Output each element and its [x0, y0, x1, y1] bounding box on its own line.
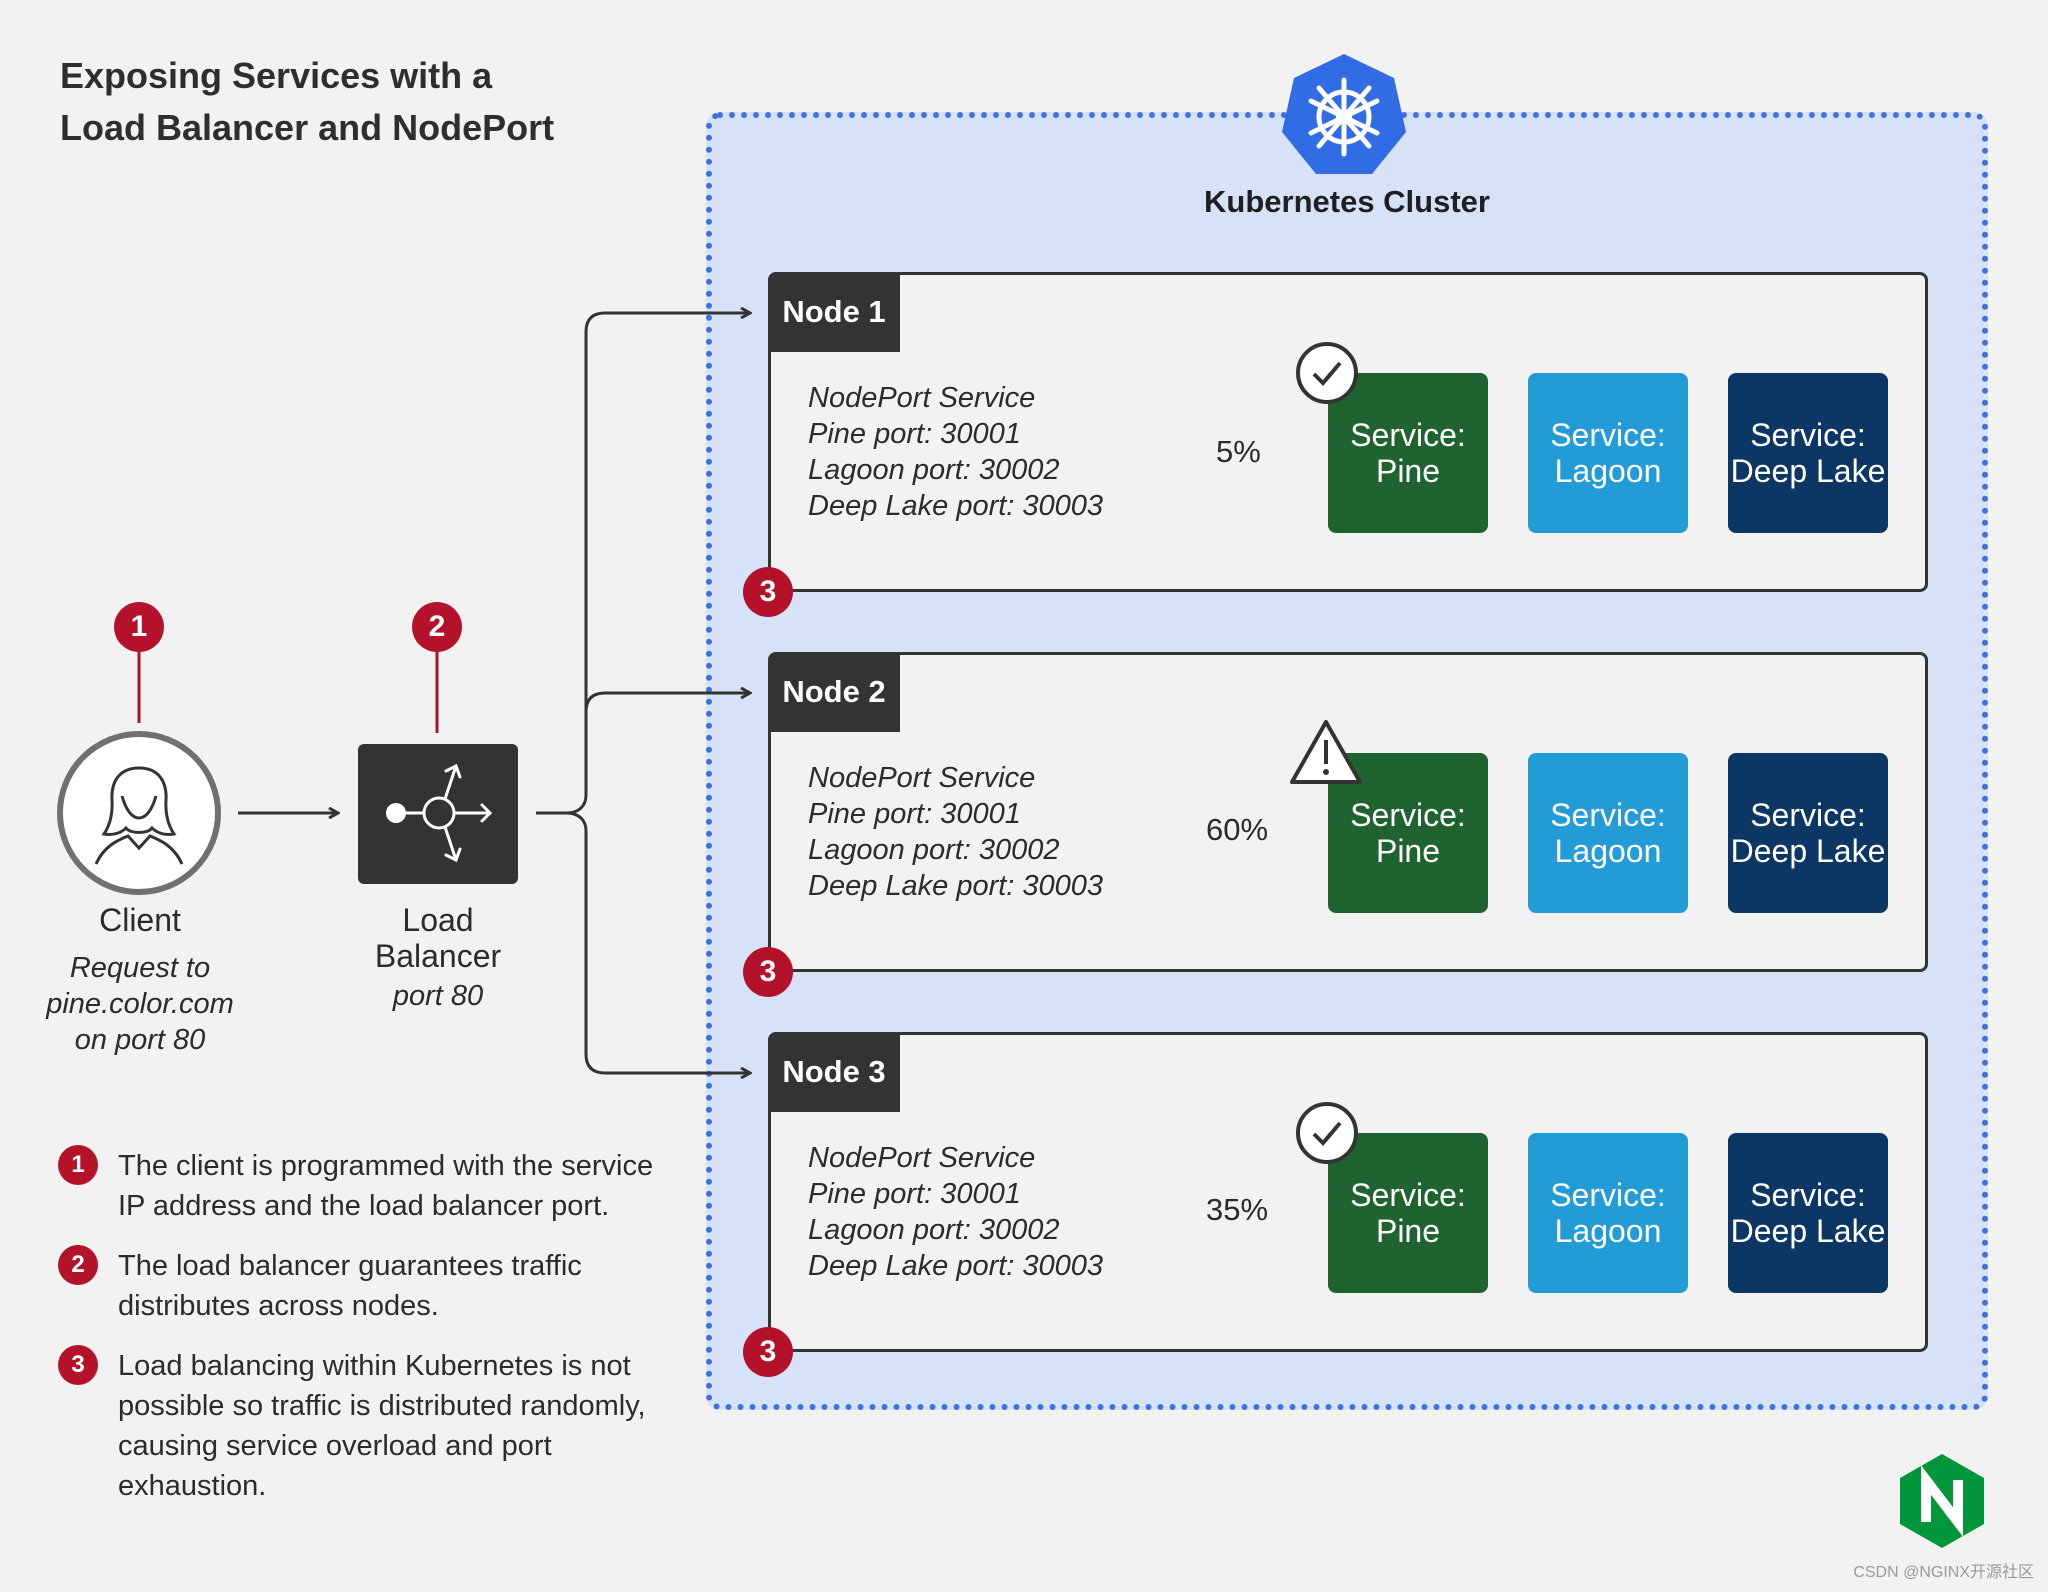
node-3-nodeport-text: NodePort Service Pine port: 30001 Lagoon…	[808, 1140, 1248, 1284]
legend-1-line-1: The client is programmed with the servic…	[118, 1150, 654, 1182]
node-3-line-4: Deep Lake port: 30003	[808, 1250, 1104, 1282]
node-2-line-2: Pine port: 30001	[808, 798, 1021, 830]
node-3-service-deep-lake: Service: Deep Lake	[1728, 1133, 1888, 1293]
node-1-tag: Node 1	[768, 272, 900, 352]
check-icon	[1296, 1102, 1358, 1164]
node-3-line-1: NodePort Service	[808, 1142, 1036, 1174]
lb-label-line-2: Balancer	[374, 938, 502, 974]
node-1-nodeport-text: NodePort Service Pine port: 30001 Lagoon…	[808, 380, 1248, 524]
title-line-2: Load Balancer and NodePort	[60, 107, 555, 148]
node-2-line-1: NodePort Service	[808, 762, 1036, 794]
step-1-badge: 1	[114, 602, 164, 652]
service-lagoon-line-2: Lagoon	[1554, 833, 1662, 869]
service-lagoon-line-1: Service:	[1550, 1177, 1666, 1213]
node-2-step-3-badge: 3	[743, 947, 793, 997]
node-1-service-lagoon: Service: Lagoon	[1528, 373, 1688, 533]
warning-icon	[1290, 720, 1362, 784]
legend-1-line-2: IP address and the load balancer port.	[118, 1190, 610, 1222]
service-pine-line-1: Service:	[1350, 797, 1466, 833]
legend-3-text: Load balancing within Kubernetes is not …	[118, 1346, 678, 1506]
kubernetes-logo-icon	[1282, 54, 1406, 174]
node-2-service-deep-lake: Service: Deep Lake	[1728, 753, 1888, 913]
legend-1-badge: 1	[58, 1145, 98, 1185]
service-lagoon-line-2: Lagoon	[1554, 453, 1662, 489]
legend-2-text: The load balancer guarantees traffic dis…	[118, 1246, 678, 1326]
title-line-1: Exposing Services with a	[60, 55, 493, 96]
lb-label-line-1: Load	[402, 902, 474, 938]
service-lagoon-line-1: Service:	[1550, 417, 1666, 453]
service-pine-line-2: Pine	[1375, 1213, 1441, 1249]
legend-3-line-3: causing service overload and port exhaus…	[118, 1430, 552, 1502]
client-sub-line-1: Request to	[69, 952, 211, 984]
node-3-step-3-badge: 3	[743, 1327, 793, 1377]
client-sub-line-3: on port 80	[74, 1024, 206, 1056]
node-1-line-2: Pine port: 30001	[808, 418, 1021, 450]
service-lagoon-line-2: Lagoon	[1554, 1213, 1662, 1249]
node-3-tag: Node 3	[768, 1032, 900, 1112]
service-deep-lake-line-2: Deep Lake	[1730, 833, 1886, 869]
service-pine-line-2: Pine	[1375, 453, 1441, 489]
load-balancer-icon	[386, 763, 493, 863]
node-3-service-pine: Service: Pine	[1328, 1133, 1488, 1293]
node-1-service-deep-lake: Service: Deep Lake	[1728, 373, 1888, 533]
node-3-service-lagoon: Service: Lagoon	[1528, 1133, 1688, 1293]
service-deep-lake-line-1: Service:	[1750, 1177, 1866, 1213]
node-3-line-2: Pine port: 30001	[808, 1178, 1021, 1210]
service-deep-lake-line-1: Service:	[1750, 417, 1866, 453]
watermark: CSDN @NGINX开源社区	[1853, 1564, 2034, 1581]
client-person-icon	[57, 731, 221, 895]
legend-3-line-1: Load balancing within Kubernetes is not	[118, 1350, 631, 1382]
node-1-line-4: Deep Lake port: 30003	[808, 490, 1104, 522]
legend-2-badge: 2	[58, 1245, 98, 1285]
node-3-percent: 35%	[1204, 1192, 1271, 1228]
service-lagoon-line-1: Service:	[1550, 797, 1666, 833]
step-2-badge: 2	[412, 602, 462, 652]
service-pine-line-1: Service:	[1350, 1177, 1466, 1213]
node-1-line-1: NodePort Service	[808, 382, 1036, 414]
node-2-percent: 60%	[1204, 812, 1271, 848]
cluster-label: Kubernetes Cluster	[1204, 184, 1490, 219]
legend-1-text: The client is programmed with the servic…	[118, 1146, 678, 1226]
service-deep-lake-line-1: Service:	[1750, 797, 1866, 833]
legend-2-line-1: The load balancer guarantees traffic	[118, 1250, 582, 1282]
service-deep-lake-line-2: Deep Lake	[1730, 1213, 1886, 1249]
load-balancer-port: port 80	[392, 980, 484, 1012]
node-2-tag: Node 2	[768, 652, 900, 732]
node-1-step-3-badge: 3	[743, 567, 793, 617]
node-2-line-3: Lagoon port: 30002	[808, 834, 1060, 866]
node-2-service-lagoon: Service: Lagoon	[1528, 753, 1688, 913]
legend-3-line-2: possible so traffic is distributed rando…	[118, 1390, 646, 1422]
legend-3-badge: 3	[58, 1345, 98, 1385]
diagram-title: Exposing Services with a Load Balancer a…	[60, 50, 680, 154]
node-2-nodeport-text: NodePort Service Pine port: 30001 Lagoon…	[808, 760, 1248, 904]
node-1-line-3: Lagoon port: 30002	[808, 454, 1060, 486]
load-balancer-label: Load Balancer	[338, 902, 538, 974]
legend-2-line-2: distributes across nodes.	[118, 1290, 439, 1322]
client-request-text: Request to pine.color.com on port 80	[20, 950, 260, 1058]
service-deep-lake-line-2: Deep Lake	[1730, 453, 1886, 489]
service-pine-line-2: Pine	[1375, 833, 1441, 869]
node-3-line-3: Lagoon port: 30002	[808, 1214, 1060, 1246]
client-sub-line-2: pine.color.com	[46, 988, 234, 1020]
service-pine-line-1: Service:	[1350, 417, 1466, 453]
node-2-line-4: Deep Lake port: 30003	[808, 870, 1104, 902]
client-label: Client	[99, 902, 181, 938]
check-icon	[1296, 342, 1358, 404]
nginx-logo-icon	[1900, 1454, 1984, 1548]
load-balancer-box	[358, 744, 518, 884]
node-1-service-pine: Service: Pine	[1328, 373, 1488, 533]
node-1-percent: 5%	[1214, 434, 1263, 470]
